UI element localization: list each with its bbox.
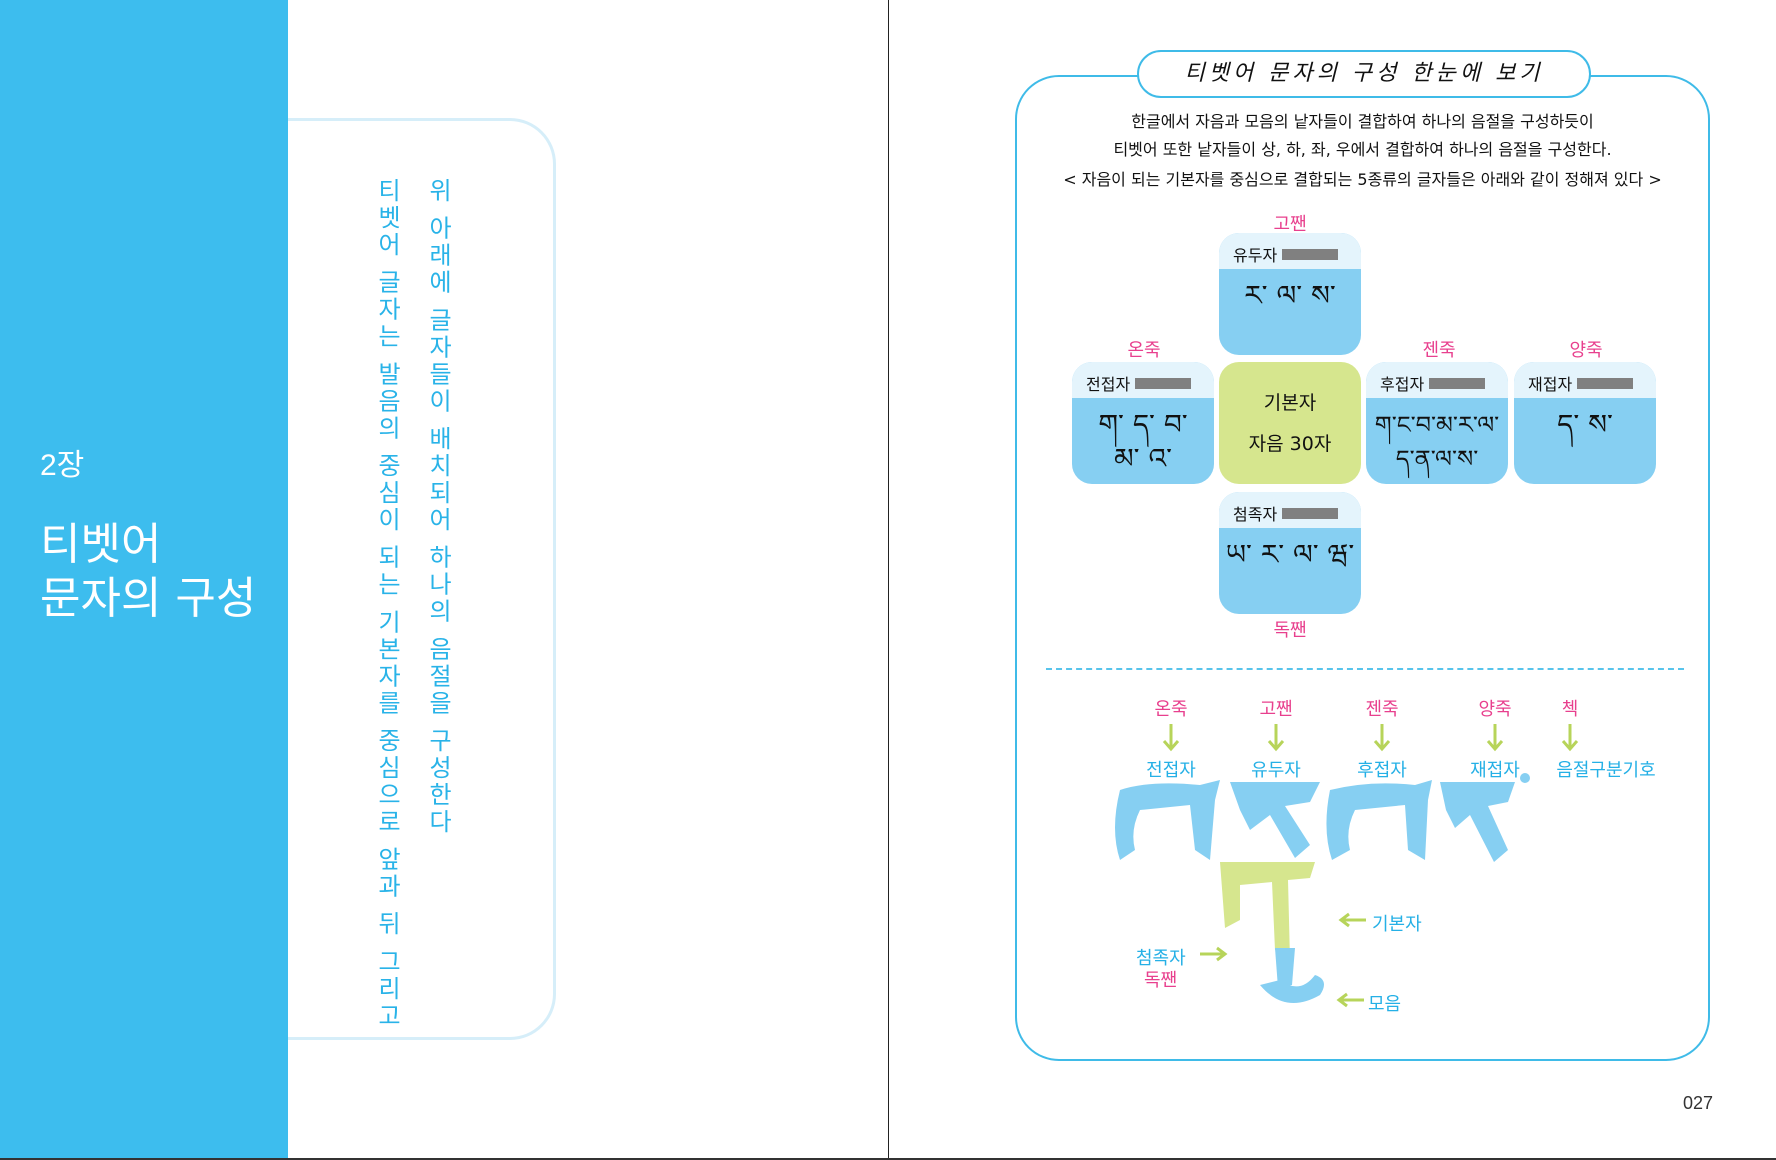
card-prefix-letters-1: ག་ ད་ བ་ — [1098, 408, 1188, 441]
root-letter-count: 자음 30자 — [1248, 433, 1332, 455]
vertical-text-column-2: 티벳어 글자는 발음의 중심이 되는 기본자를 중심으로 앞과 뒤 그리고 — [373, 178, 401, 1030]
callout-subscript-1: 첨족자 — [1136, 948, 1186, 969]
card-prefix-letters-2: མ་ འ་ — [1114, 442, 1172, 475]
callout-subscript-2: 독짼 — [1144, 970, 1178, 991]
arrow-left-icon — [1338, 912, 1366, 928]
card-suffix: 후접자 ག་ང་བ་མ་ར་ལ་ ད་ན་ལ་ས་ — [1366, 362, 1508, 484]
card-suffix-title: 후접자 — [1380, 375, 1425, 394]
callout-root-letter: 기본자 — [1372, 914, 1422, 935]
diagram-top-label-4: 양죽 — [1478, 699, 1512, 720]
intro-line-2: 티벳어 또한 낱자들이 상, 하, 좌, 우에서 결합하여 하나의 음절을 구성… — [1113, 140, 1612, 159]
label-right2: 양죽 — [1569, 340, 1603, 361]
card-subscript-letters: ཡ་ ར་ ལ་ ཝ་ — [1225, 538, 1355, 571]
chapter-number: 2장 — [40, 449, 85, 482]
card-prefix-title: 전접자 — [1086, 375, 1131, 394]
diagram-top-label-2: 고짼 — [1259, 699, 1293, 720]
arrow-down-icon — [1267, 724, 1285, 752]
card-subscript-title: 첨족자 — [1233, 505, 1278, 524]
panel-title: 티벳어 문자의 구성 한눈에 보기 — [1137, 50, 1591, 98]
card-superscript-letters: ར་ ལ་ ས་ — [1244, 279, 1336, 312]
arrow-down-icon — [1162, 724, 1180, 752]
card-bar — [1135, 377, 1192, 389]
card-prefix: 전접자 ག་ ད་ བ་མ་ འ་ — [1072, 362, 1214, 484]
label-left: 온죽 — [1127, 340, 1161, 361]
label-bottom: 독짼 — [1273, 620, 1307, 641]
diagram-bottom-label-2: 유두자 — [1251, 760, 1301, 781]
arrow-right-icon — [1200, 946, 1228, 962]
card-superscript: 유두자 ར་ ལ་ ས་ — [1219, 233, 1361, 355]
diagram-bottom-label-3: 후접자 — [1357, 760, 1407, 781]
diagram-bottom-label-5: 음절구분기호 — [1556, 760, 1656, 781]
card-bar — [1282, 507, 1339, 519]
card-root-letter: 기본자 자음 30자 — [1219, 362, 1361, 484]
arrow-down-icon — [1486, 724, 1504, 752]
card-suffix-letters-1: ག་ང་བ་མ་ར་ལ་ — [1374, 411, 1500, 439]
diagram-top-label-5: 첵 — [1561, 699, 1579, 720]
diagram-top-label-3: 젠죽 — [1365, 699, 1399, 720]
intro-line-1: 한글에서 자음과 모음의 낱자들이 결합하여 하나의 음절을 구성하듯이 — [1131, 112, 1594, 131]
vertical-text-column-1: 위 아래에 글자들이 배치되어 하나의 음절을 구성한다 — [424, 178, 452, 836]
label-top: 고짼 — [1273, 214, 1307, 235]
card-suffix-letters-2: ད་ན་ལ་ས་ — [1395, 445, 1479, 473]
card-post-suffix-letters: ད་ ས་ — [1557, 408, 1613, 441]
card-post-suffix-title: 재접자 — [1528, 375, 1573, 394]
callout-vowel: 모음 — [1368, 994, 1402, 1015]
arrow-down-icon — [1373, 724, 1391, 752]
card-superscript-title: 유두자 — [1233, 246, 1278, 265]
arrow-left-icon — [1336, 992, 1364, 1008]
arrow-down-icon — [1561, 724, 1579, 752]
card-bar — [1577, 377, 1634, 389]
page-number: 027 — [1683, 1093, 1714, 1113]
intro-line-3: < 자음이 되는 기본자를 중심으로 결합되는 5종류의 글자들은 아래와 같이… — [1063, 170, 1662, 189]
bottom-rule — [0, 1158, 1776, 1160]
diagram-top-label-1: 온죽 — [1154, 699, 1188, 720]
chapter-band — [0, 0, 288, 1160]
left-text-frame — [288, 118, 556, 1040]
card-subscript: 첨족자 ཡ་ ར་ ལ་ ཝ་ — [1219, 492, 1361, 614]
chapter-title-line1: 티벳어 — [40, 519, 162, 570]
dashed-divider — [1046, 668, 1684, 670]
diagram-bottom-label-1: 전접자 — [1146, 760, 1196, 781]
chapter-title-line2: 문자의 구성 — [40, 573, 257, 624]
card-bar — [1282, 248, 1339, 260]
card-post-suffix: 재접자 ད་ ས་ — [1514, 362, 1656, 484]
root-letter-title: 기본자 — [1263, 392, 1317, 414]
diagram-bottom-label-4: 재접자 — [1470, 760, 1520, 781]
tibetan-syllable-diagram — [1115, 773, 1530, 1003]
card-bar — [1429, 377, 1486, 389]
page-spine — [888, 0, 889, 1160]
chapter-title: 티벳어 문자의 구성 — [40, 518, 256, 626]
label-right1: 젠죽 — [1422, 340, 1456, 361]
